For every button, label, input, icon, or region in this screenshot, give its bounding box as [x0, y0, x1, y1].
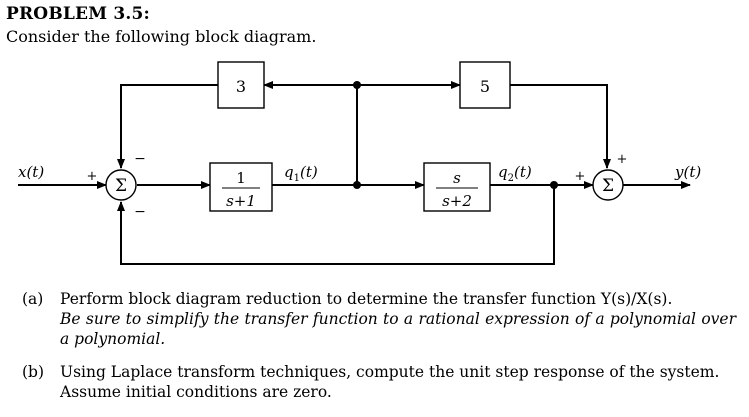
question-a-label: (a)	[22, 290, 44, 308]
question-a-text: Perform block diagram reduction to deter…	[60, 290, 673, 308]
sigma-1-glyph: Σ	[115, 176, 127, 196]
tf2-denominator: s+2	[442, 192, 472, 210]
gain3-feedback-line	[117, 84, 218, 169]
gain-3-label: 3	[236, 77, 246, 96]
q1-signal-label: q1(t)	[284, 163, 318, 184]
sigma-2-glyph: Σ	[602, 176, 614, 196]
signal-lines	[18, 81, 691, 265]
branch-node-q2	[550, 181, 558, 189]
output-signal-label: y(t)	[674, 163, 701, 181]
sum2-sign-left: +	[575, 169, 586, 184]
sum1-sign-bottom: −	[134, 204, 146, 220]
tf2-block	[423, 162, 491, 212]
input-signal-label: x(t)	[18, 163, 44, 181]
problem-title: PROBLEM 3.5:	[6, 4, 150, 24]
question-b-text: Using Laplace transform techniques, comp…	[60, 363, 720, 401]
tf2-numerator: s	[453, 169, 461, 187]
gain-5-block	[459, 61, 511, 109]
gain-5-label: 5	[480, 77, 490, 96]
question-a: (a) Perform block diagram reduction to d…	[22, 289, 736, 349]
tf1-denominator: s+1	[226, 192, 256, 210]
q2-feedback-line	[117, 185, 555, 265]
q2-signal-label: q2(t)	[498, 163, 532, 184]
problem-intro: Consider the following block diagram.	[6, 27, 317, 46]
sum1-sign-left: +	[87, 169, 98, 184]
gain5-feedforward-line	[510, 84, 611, 169]
question-b-label: (b)	[22, 363, 45, 381]
question-b: (b) Using Laplace transform techniques, …	[22, 362, 736, 402]
tf1-block	[209, 162, 273, 212]
summing-junction-1	[105, 169, 137, 201]
question-a-emphasis: Be sure to simplify the transfer functio…	[60, 310, 736, 348]
tf1-numerator: 1	[236, 169, 246, 187]
sum1-sign-top: −	[134, 151, 146, 167]
sum2-sign-top: +	[617, 152, 628, 167]
branch-node-q1	[353, 181, 361, 189]
branch-node-top	[353, 81, 361, 89]
summing-junction-2	[592, 169, 624, 201]
gain-3-block	[217, 61, 265, 109]
